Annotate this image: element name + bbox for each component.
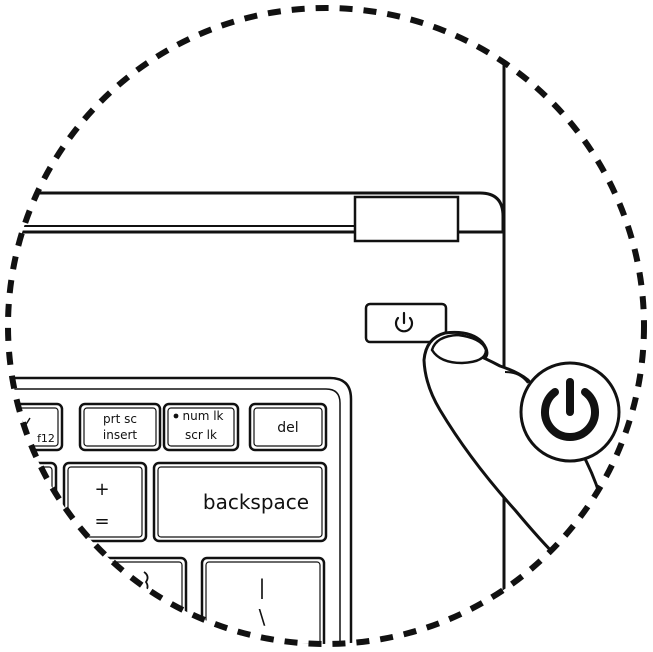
key-f12-label: f12 [37,432,55,445]
key-pipe-backslash[interactable]: | \ [200,556,326,648]
key-pipe-label: | [259,575,266,599]
fingernail [430,333,488,365]
key-backslash-label: \ [259,605,266,629]
key-plus-equals[interactable]: + = [62,461,148,543]
power-icon [394,311,414,333]
power-icon [541,378,599,441]
key-num-lk[interactable]: num lk scr lk [162,402,240,452]
magnified-view: f12 prt sc insert num lk scr lk del [5,60,621,648]
magnifier-circle [5,5,647,647]
num-lk-indicator-dot [173,413,179,419]
key-del-label: del [277,420,298,436]
key-backspace-label: backspace [203,490,309,514]
key-scr-lk-label: scr lk [185,428,217,442]
key-equals-label: = [94,511,109,532]
key-del[interactable]: del [248,402,328,452]
key-plus-label: + [94,479,109,500]
hinge-bar [8,191,505,234]
power-callout [519,361,621,463]
finger [422,330,612,562]
keyboard-deck-outer [8,376,353,644]
key-backspace[interactable]: backspace [152,461,328,543]
key-prt-sc[interactable]: prt sc insert [78,402,162,452]
key-f12[interactable]: f12 [5,402,64,452]
key-prt-sc-label: prt sc [103,412,137,426]
hinge-cap [353,195,460,243]
power-button[interactable] [364,302,448,344]
key-num-lk-label: num lk [183,409,224,423]
keyboard-deck-inner [8,388,341,644]
key-insert-label: insert [103,428,138,442]
